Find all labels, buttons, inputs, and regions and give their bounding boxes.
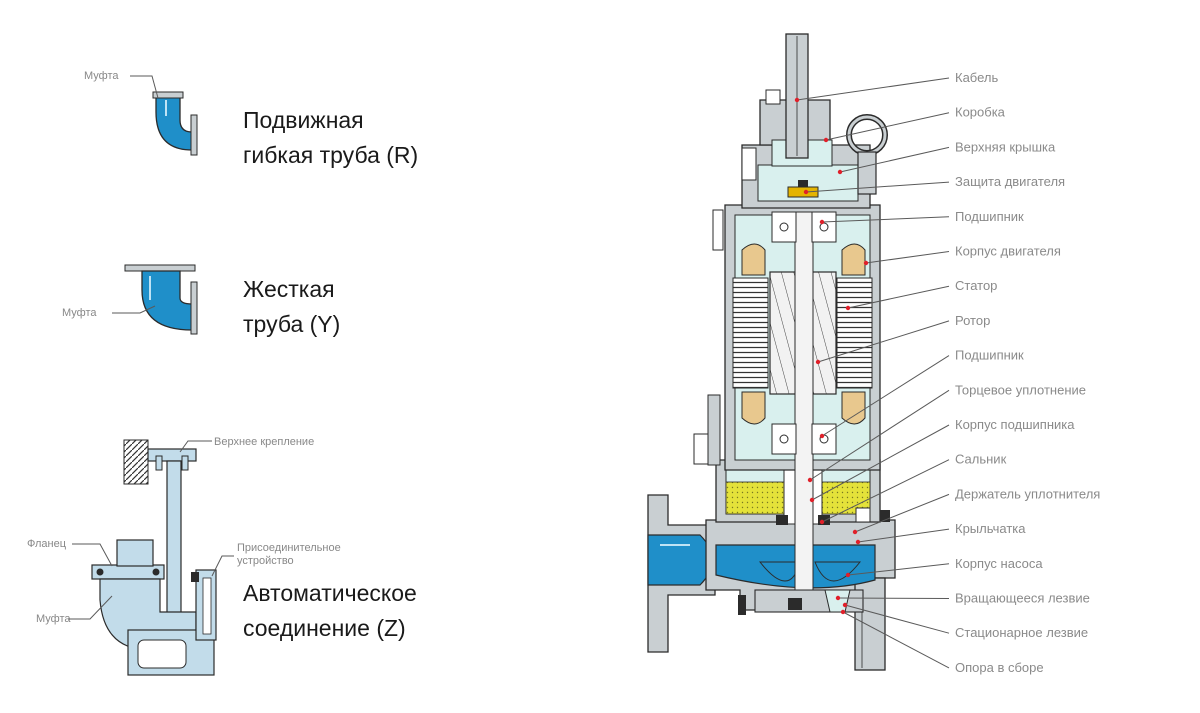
pump-part-leader xyxy=(847,563,950,576)
flexible-pipe-title-line1: Подвижная xyxy=(243,107,364,133)
pump-part-label: Корпус насоса xyxy=(955,556,1043,571)
auto-connection-illustration xyxy=(91,439,217,676)
rigid-coupling-label: Муфта xyxy=(62,307,97,319)
pump-part-leader xyxy=(857,528,950,543)
pump-part-leader xyxy=(821,459,950,523)
pump-part-marker xyxy=(807,477,813,483)
pump-part-marker xyxy=(852,529,858,535)
flange-leader xyxy=(72,543,113,567)
pump-part-leader xyxy=(817,320,950,363)
pump-part-marker xyxy=(845,572,851,578)
pump-part-label: Корпус двигателя xyxy=(955,244,1061,259)
pump-part-label: Статор xyxy=(955,278,997,293)
pump-part-leader xyxy=(821,216,950,223)
pump-part-leader xyxy=(844,604,950,634)
pump-part-label: Сальник xyxy=(955,452,1007,467)
pump-part-label: Верхняя крышка xyxy=(955,139,1056,154)
pump-part-leader xyxy=(847,285,950,309)
connector-label-line1: Присоединительное xyxy=(237,542,341,554)
pump-part-marker xyxy=(837,169,843,175)
pump-part-marker xyxy=(840,609,846,615)
connector-leader xyxy=(211,555,234,577)
pump-part-leader xyxy=(809,389,950,481)
top-mount-leader xyxy=(179,440,212,453)
pump-part-label: Корпус подшипника xyxy=(955,417,1075,432)
rigid-pipe-title-line2: труба (Y) xyxy=(243,311,340,337)
pump-part-marker xyxy=(819,519,825,525)
pump-part-leader xyxy=(842,611,950,669)
pump-part-marker xyxy=(835,595,841,601)
pump-part-label: Коробка xyxy=(955,105,1006,120)
pump-part-label: Опора в сборе xyxy=(955,660,1044,675)
pump-part-label: Стационарное лезвие xyxy=(955,625,1088,640)
pump-part-label: Защита двигателя xyxy=(955,174,1065,189)
rigid-pipe-illustration xyxy=(124,264,198,335)
pump-part-label: Вращающееся лезвие xyxy=(955,591,1090,606)
pump-part-leader xyxy=(865,251,950,264)
pump-part-marker xyxy=(855,539,861,545)
connector-label-line2: устройство xyxy=(237,555,294,567)
auto-connection-title-line1: Автоматическое xyxy=(243,580,417,606)
pump-part-marker xyxy=(794,97,800,103)
pump-part-marker xyxy=(819,219,825,225)
pump-part-leader xyxy=(839,146,950,173)
pump-part-label: Подшипник xyxy=(955,348,1024,363)
flange-label: Фланец xyxy=(27,538,67,550)
pump-part-marker xyxy=(815,359,821,365)
flexible-coupling-leader xyxy=(130,75,159,99)
pump-part-label: Торцевое уплотнение xyxy=(955,382,1086,397)
rigid-pipe-title-line1: Жесткая xyxy=(243,276,335,302)
pump-leader-lines xyxy=(794,77,950,669)
flexible-pipe-title-line2: гибкая труба (R) xyxy=(243,142,418,168)
flexible-coupling-label: Муфта xyxy=(84,70,119,82)
rigid-coupling-leader xyxy=(112,305,156,314)
pump-part-leader xyxy=(811,424,950,501)
flexible-pipe-illustration xyxy=(152,91,198,156)
pump-part-marker xyxy=(809,497,815,503)
pump-part-leader xyxy=(854,493,950,533)
top-mount-label: Верхнее крепление xyxy=(214,436,314,448)
pump-part-label: Держатель уплотнителя xyxy=(955,486,1100,501)
pump-part-leader xyxy=(825,112,950,141)
auto-connection-title-line2: соединение (Z) xyxy=(243,615,406,641)
pump-part-label: Ротор xyxy=(955,313,990,328)
pump-part-leader xyxy=(805,181,950,193)
pump-part-marker xyxy=(819,433,825,439)
pump-part-leader xyxy=(821,355,950,437)
pump-part-marker xyxy=(845,305,851,311)
pump-part-marker xyxy=(803,189,809,195)
pump-part-marker xyxy=(842,602,848,608)
auto-coupling-label: Муфта xyxy=(36,613,71,625)
pump-part-leader xyxy=(796,77,950,101)
pump-part-label: Крыльчатка xyxy=(955,521,1026,536)
pump-part-marker xyxy=(863,260,869,266)
auto-coupling-leader xyxy=(68,595,113,620)
pump-part-label: Подшипник xyxy=(955,209,1024,224)
pump-part-label: Кабель xyxy=(955,70,998,85)
pump-cross-section xyxy=(647,33,896,671)
pump-part-leader xyxy=(837,597,950,599)
pump-part-marker xyxy=(823,137,829,143)
